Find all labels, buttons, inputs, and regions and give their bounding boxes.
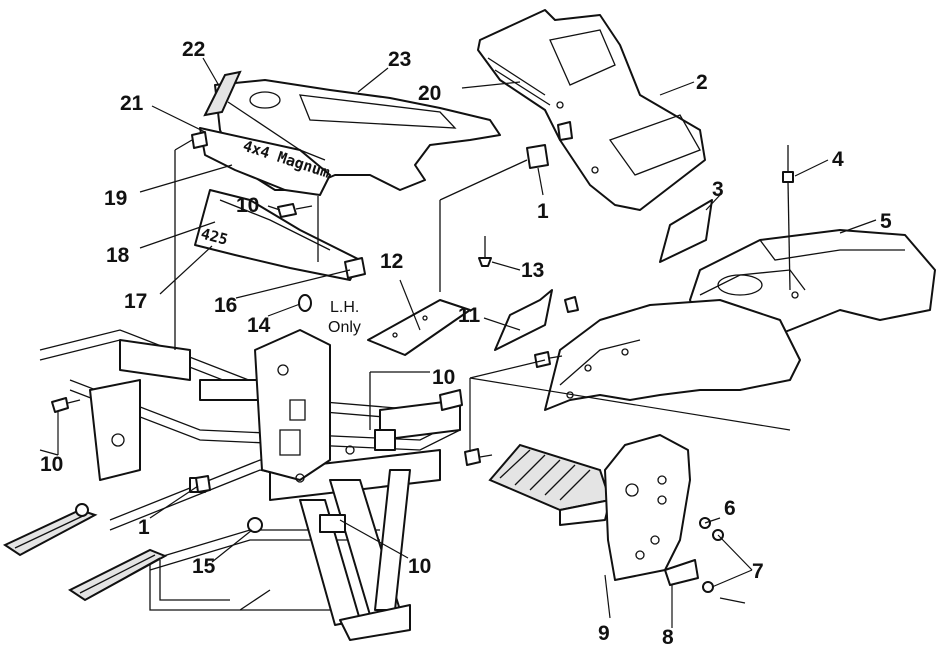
front-fender bbox=[544, 299, 801, 411]
callout-2: 2 bbox=[696, 71, 708, 94]
callout-6: 6 bbox=[724, 497, 736, 520]
callout-21: 21 bbox=[120, 92, 144, 115]
callout-7: 7 bbox=[752, 560, 764, 583]
reflector-11 bbox=[494, 289, 553, 351]
callout-19: 19 bbox=[104, 187, 127, 210]
mud-flap bbox=[604, 434, 691, 581]
reflector-3 bbox=[659, 199, 713, 263]
callout-15: 15 bbox=[192, 555, 216, 578]
callout-9: 9 bbox=[598, 622, 610, 645]
callout-10-top: 10 bbox=[236, 194, 259, 217]
callout-13: 13 bbox=[521, 259, 544, 282]
lower-decal-plate: 425 bbox=[194, 189, 366, 281]
callout-5: 5 bbox=[880, 210, 892, 233]
hood-panel: 4x4 Magnum bbox=[199, 70, 501, 196]
leader-lines bbox=[39, 57, 877, 628]
callout-3: 3 bbox=[712, 178, 724, 201]
callout-4: 4 bbox=[832, 148, 844, 171]
callout-8: 8 bbox=[662, 626, 674, 648]
note-lh-line2: Only bbox=[328, 319, 361, 336]
frame bbox=[2, 329, 463, 641]
hardware bbox=[51, 131, 794, 593]
callout-16: 16 bbox=[214, 294, 237, 317]
front-cab-nose bbox=[477, 9, 706, 211]
callout-20: 20 bbox=[418, 82, 441, 105]
callout-1-top: 1 bbox=[537, 200, 549, 223]
callout-10-left: 10 bbox=[40, 453, 63, 476]
callout-22: 22 bbox=[182, 38, 205, 61]
callout-11: 11 bbox=[458, 304, 481, 327]
callout-17: 17 bbox=[124, 290, 147, 313]
footwell-plate bbox=[488, 443, 612, 526]
callout-1-bottom: 1 bbox=[138, 516, 150, 539]
callout-10-bottom: 10 bbox=[408, 555, 431, 578]
callout-23: 23 bbox=[388, 48, 411, 71]
callout-12: 12 bbox=[380, 250, 403, 273]
callout-14: 14 bbox=[247, 314, 271, 337]
callout-18: 18 bbox=[106, 244, 130, 267]
callout-10-center: 10 bbox=[432, 366, 455, 389]
note-lh-line1: L.H. bbox=[330, 299, 359, 316]
